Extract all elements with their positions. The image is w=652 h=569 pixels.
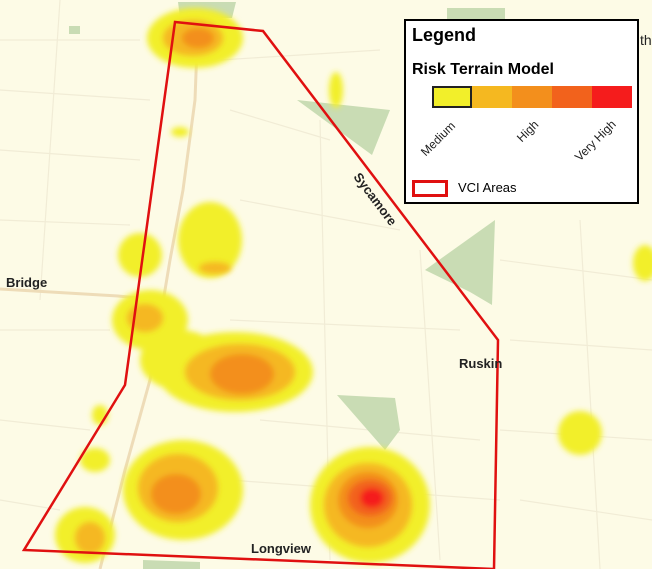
ramp-swatch-medium-high	[472, 86, 512, 108]
street-label-bridge: Bridge	[6, 275, 47, 290]
legend-tick-medium: Medium	[418, 118, 459, 159]
ramp-swatch-very-high	[592, 86, 632, 108]
street-label-longview: Longview	[251, 541, 312, 556]
ramp-swatch-medium	[432, 86, 472, 108]
legend-panel: Legend Risk Terrain Model Medium High Ve…	[404, 19, 639, 204]
legend-tick-high: High	[514, 117, 542, 145]
street-label-ruskin: Ruskin	[459, 356, 502, 371]
ramp-swatch-high-very-high	[552, 86, 592, 108]
legend-subtitle: Risk Terrain Model	[412, 61, 554, 78]
legend-vci-label: VCI Areas	[458, 180, 517, 195]
risk-color-ramp	[432, 86, 632, 108]
legend-vci-swatch	[412, 180, 448, 197]
vci-area-boundary[interactable]	[21, 20, 500, 569]
legend-tick-very-high: Very High	[572, 117, 619, 164]
legend-title: Legend	[412, 25, 477, 45]
street-label-fragment: th	[640, 32, 652, 48]
ramp-swatch-high	[512, 86, 552, 108]
risk-hotspots-very-high	[348, 480, 392, 516]
risk-hotspots-high	[75, 20, 412, 554]
